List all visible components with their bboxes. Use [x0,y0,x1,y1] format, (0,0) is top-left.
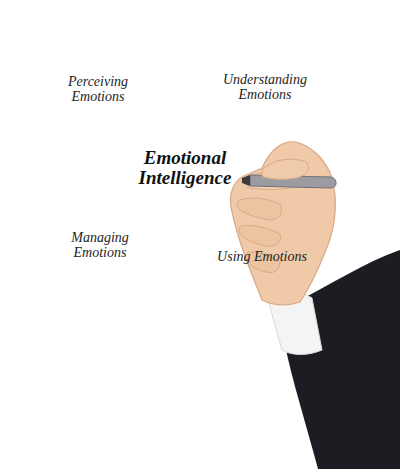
circle-stroke [42,36,154,146]
hand-thumb [262,159,308,179]
concept-circle: Perceiving Emotions [38,30,158,150]
concept-circle: Emotional Intelligence [107,90,263,246]
marker-tip [242,175,250,186]
hand-skin [231,142,336,305]
text-group: Perceiving Emotions [52,75,144,105]
circle-stroke [111,96,259,242]
circle-stroke [205,30,325,148]
hand-finger [239,225,280,246]
text-group: Managing Emotions [54,231,146,261]
circle-label: Emotional Intelligence [124,148,246,188]
hand-finger [237,198,282,220]
concept-circle: Understanding Emotions [201,24,329,152]
circle-stroke [42,190,158,304]
circle-stroke [204,200,320,314]
circle-label: Understanding Emotions [215,73,315,102]
circle-label: Using Emotions [217,250,307,265]
text-group: Emotional Intelligence [124,148,246,188]
circle-label: Managing Emotions [54,231,146,260]
circle-label: Perceiving Emotions [52,75,144,104]
concept-circle: Managing Emotions [38,184,162,308]
text-group: Using Emotions [217,247,307,265]
concept-circle: Using Emotions [200,194,324,318]
text-group: Understanding Emotions [215,73,315,103]
